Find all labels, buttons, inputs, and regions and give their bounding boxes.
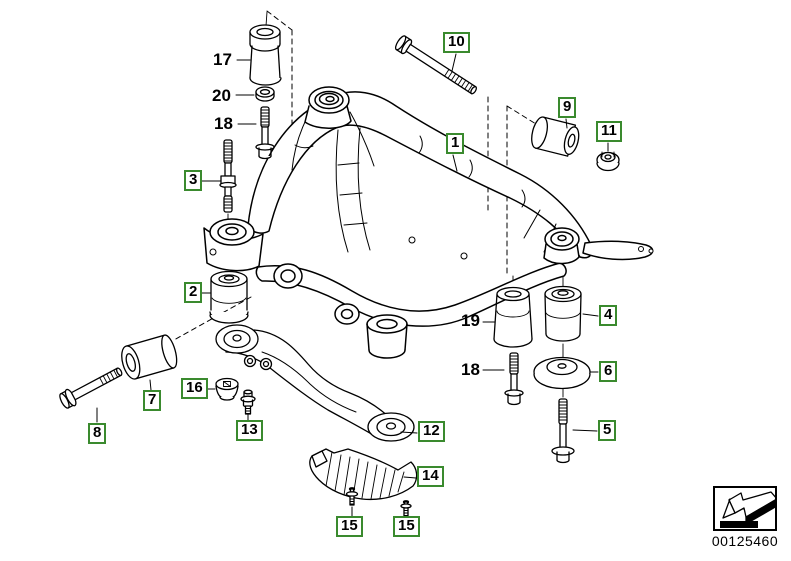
part-18-bolt-right-drawing	[504, 352, 524, 406]
part-17-bushing-drawing	[249, 24, 282, 86]
part-14-heat-shield-drawing	[309, 448, 418, 501]
part-15-screw-left-drawing	[345, 487, 359, 506]
part-3-stud-drawing	[219, 139, 237, 213]
callout-15-right[interactable]: 15	[393, 516, 420, 537]
callout-18-upper[interactable]: 18	[214, 114, 233, 133]
part-10-bolt-drawing	[394, 35, 478, 95]
callout-19[interactable]: 19	[461, 311, 480, 330]
callout-11[interactable]: 11	[596, 121, 622, 142]
part-1-subframe-drawing	[203, 86, 654, 359]
callout-20[interactable]: 20	[212, 86, 231, 105]
part-2-bushing-drawing	[209, 270, 249, 324]
part-19-bushing-drawing	[493, 286, 533, 348]
part-9-bushing-drawing	[531, 116, 580, 157]
part-6-washer-drawing	[533, 356, 591, 390]
part-15-screw-right-drawing	[400, 500, 412, 517]
callout-6[interactable]: 6	[599, 361, 618, 382]
callout-10[interactable]: 10	[443, 32, 470, 53]
callout-12[interactable]: 12	[418, 421, 445, 442]
part-13-bolt-drawing	[240, 389, 256, 415]
part-20-washer-drawing	[255, 86, 275, 102]
part-7-bushing-drawing	[121, 334, 178, 380]
callout-13[interactable]: 13	[236, 420, 263, 441]
part-16-grommet-drawing	[215, 377, 239, 401]
callout-14[interactable]: 14	[417, 466, 444, 487]
part-11-nut-drawing	[596, 151, 620, 172]
callout-5[interactable]: 5	[598, 420, 617, 441]
part-8-bolt-drawing	[59, 367, 123, 409]
callout-9[interactable]: 9	[558, 97, 577, 118]
part-5-bolt-drawing	[551, 398, 575, 464]
leader-lines	[96, 53, 609, 517]
part-18-bolt-upper-drawing	[255, 106, 275, 160]
callout-7[interactable]: 7	[143, 390, 162, 411]
callout-3[interactable]: 3	[184, 170, 203, 191]
callout-18-right[interactable]: 18	[461, 360, 480, 379]
callout-4[interactable]: 4	[599, 305, 618, 326]
callout-16[interactable]: 16	[181, 378, 208, 399]
part-12-brace-drawing	[215, 324, 415, 442]
callout-17[interactable]: 17	[213, 50, 232, 69]
callout-15-left[interactable]: 15	[336, 516, 363, 537]
callout-1[interactable]: 1	[446, 133, 465, 154]
image-number: 00125460	[711, 533, 779, 549]
callout-2[interactable]: 2	[184, 282, 203, 303]
stamp-frame	[713, 486, 778, 531]
callout-8[interactable]: 8	[88, 423, 107, 444]
part-4-bushing-drawing	[544, 285, 582, 342]
direction-arrow-icon	[720, 491, 778, 528]
